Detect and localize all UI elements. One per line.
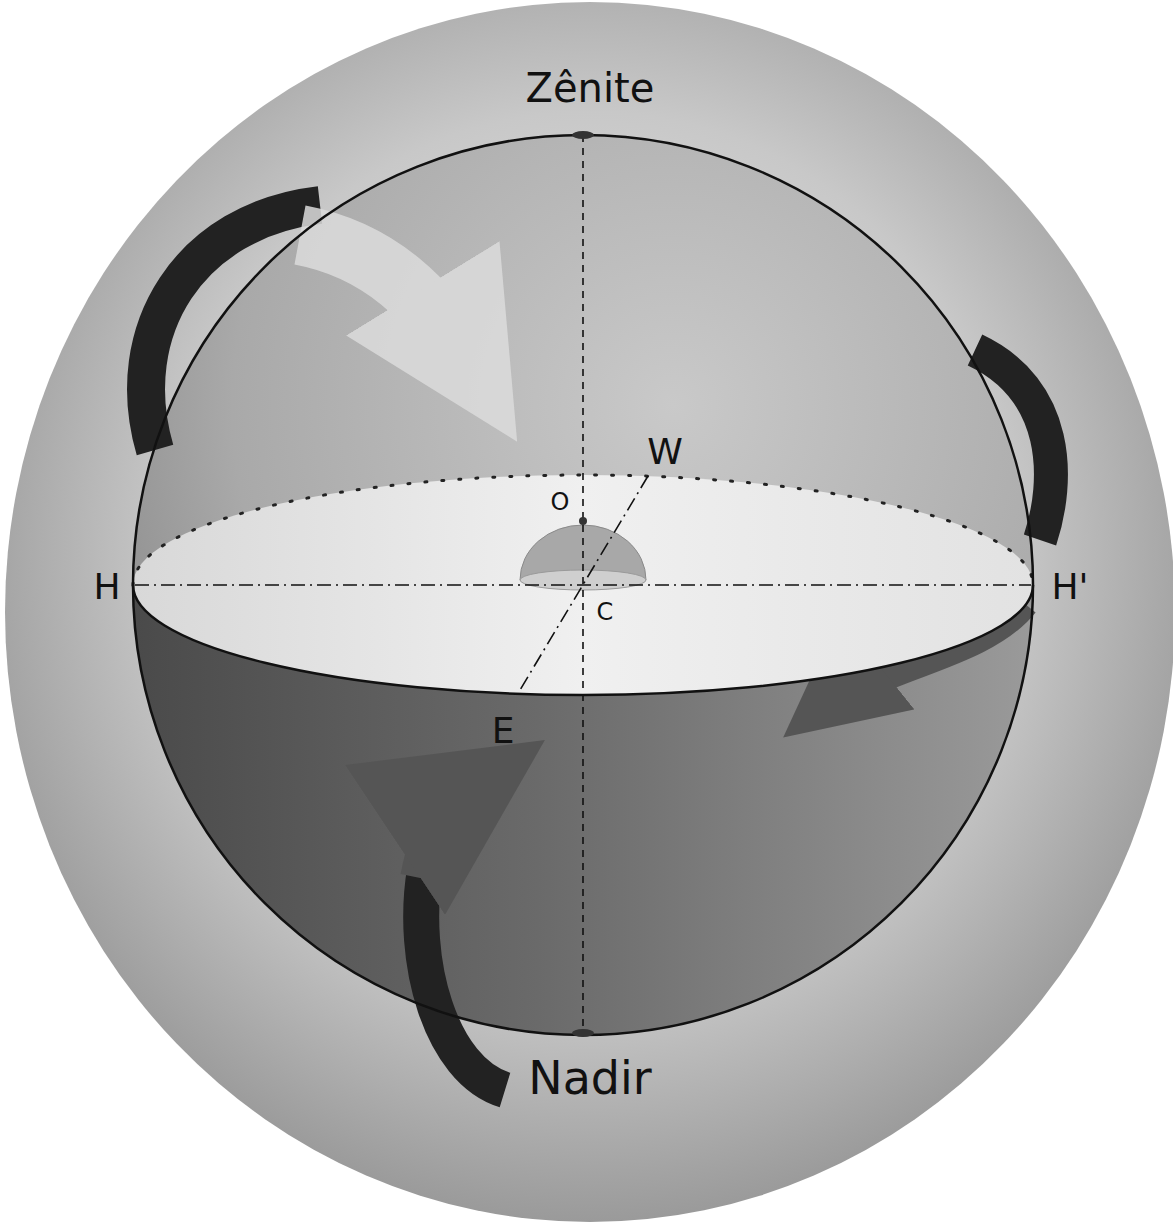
sphere-outline (133, 135, 1033, 1035)
east-west-line (520, 476, 648, 690)
rotation-arrow (300, 235, 470, 365)
horizon-point-label: H' (1052, 569, 1089, 605)
observer-point (579, 517, 587, 525)
zenith-nadir-axis (582, 135, 584, 1033)
east-label: E (492, 713, 515, 749)
sky-background (5, 2, 1173, 1222)
north-south-line (135, 584, 1031, 586)
zenith-label: Zênite (526, 68, 655, 108)
west-label: W (647, 434, 683, 470)
upper-hemisphere (133, 135, 1033, 1035)
horizon-front-edge (133, 585, 1033, 695)
rotation-arrow (975, 350, 1051, 540)
zenith-point (572, 131, 594, 139)
nadir-point (572, 1029, 594, 1037)
nadir-label: Nadir (528, 1055, 652, 1101)
rotation-arrow (430, 790, 470, 880)
rotation-arrow (421, 870, 505, 1090)
center-label: C (597, 600, 614, 624)
observer-label: O (551, 490, 570, 514)
horizon-point-label: H (93, 569, 120, 605)
